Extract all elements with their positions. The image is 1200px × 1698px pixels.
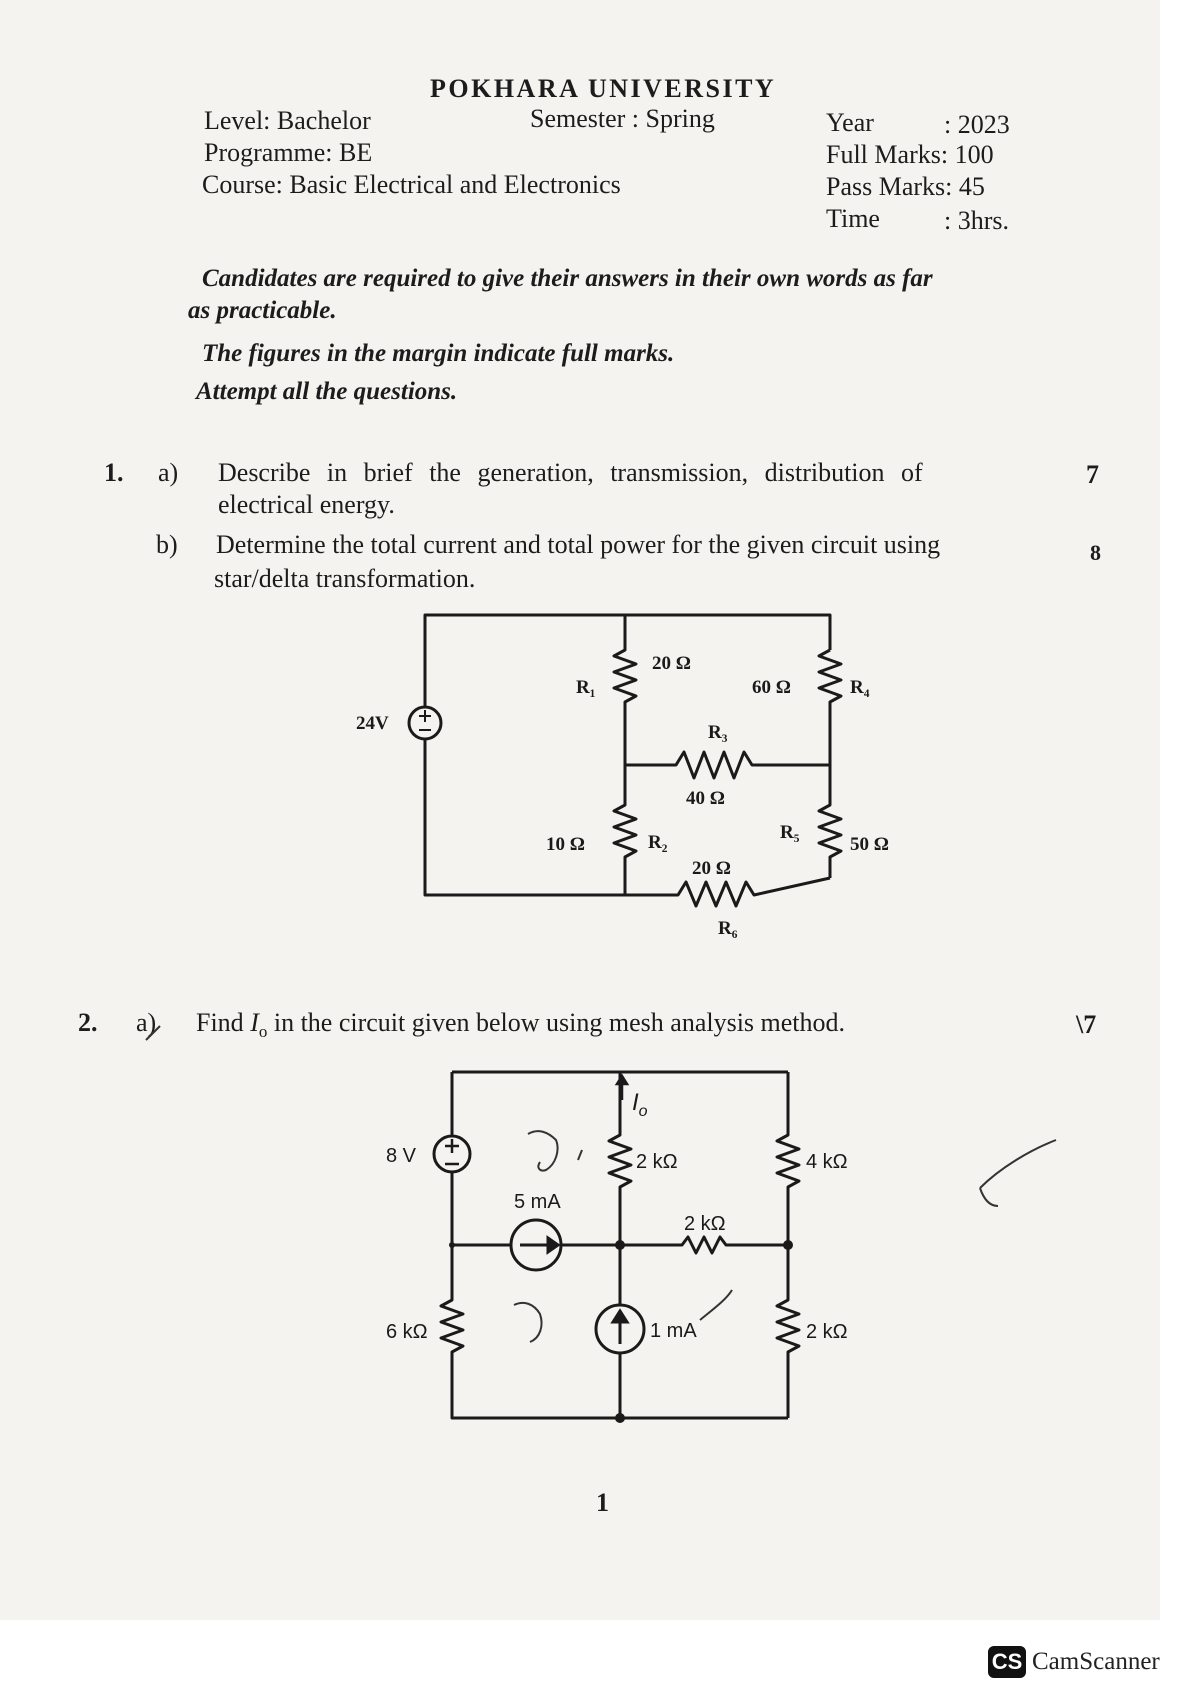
- arrow-up-icon: [610, 1308, 630, 1344]
- question-1b-line-1: Determine the total current and total po…: [216, 530, 941, 559]
- r-left-bottom-value: 6 kΩ: [386, 1321, 428, 1343]
- io-arrow-icon: [614, 1073, 630, 1100]
- r-mid-top-value: 2 kΩ: [636, 1151, 678, 1173]
- exam-paper: POKHARA UNIVERSITY Level: Bachelor Semes…: [0, 0, 1160, 1620]
- r4-label: R₄: [850, 677, 870, 698]
- question-2a-text: Find Io in the circuit given below using…: [196, 1008, 845, 1042]
- year-value: : 2023: [944, 110, 1010, 139]
- question-1b-marks: 8: [1090, 540, 1101, 565]
- circuit-diagram-1: 24V R₁ 20 Ω 60 Ω R₄ R₃ 40 Ω 10 Ω R₂ R₅ 5…: [356, 613, 889, 939]
- question-1b-line-2: star/delta transformation.: [214, 564, 476, 593]
- full-marks-text: Full Marks: 100: [826, 140, 994, 169]
- question-1a-marks: 7: [1086, 460, 1099, 489]
- question-1-number: 1.: [104, 458, 124, 487]
- semester-text: Semester : Spring: [530, 104, 715, 133]
- io-label-main: I: [632, 1089, 639, 1116]
- question-2a-label: a): [136, 1008, 157, 1037]
- source-8v-label: 8 V: [386, 1145, 417, 1167]
- io-label-sub: o: [639, 1103, 648, 1120]
- handwritten-marks: [145, 1025, 1057, 1343]
- instruction-line-2: as practicable.: [188, 297, 337, 324]
- programme-text: Programme: BE: [204, 138, 373, 167]
- io-variable: I: [250, 1008, 259, 1037]
- r6-value: 20 Ω: [692, 858, 731, 879]
- r1-value: 20 Ω: [652, 653, 691, 674]
- voltage-source-polarity-icon: [419, 710, 431, 731]
- question-1a-label: a): [158, 458, 179, 487]
- r3-label: R₃: [708, 722, 728, 743]
- r4-value: 60 Ω: [752, 677, 791, 698]
- r5-value: 50 Ω: [850, 834, 889, 855]
- source-8v-polarity-icon: [445, 1139, 459, 1166]
- year-label: Year: [826, 108, 874, 137]
- camscanner-name: CamScanner: [1032, 1648, 1160, 1675]
- camscanner-logo: CS: [988, 1646, 1026, 1678]
- r-right-bottom-value: 2 kΩ: [806, 1321, 848, 1343]
- question-2a-post: in the circuit given below using mesh an…: [267, 1008, 846, 1037]
- page-number: 1: [596, 1488, 609, 1517]
- question-1a-line-1: Describe in brief the generation, transm…: [218, 458, 923, 487]
- io-label: Io: [632, 1089, 648, 1120]
- arrow-right-icon: [520, 1235, 561, 1255]
- instruction-line-1: Candidates are required to give their an…: [202, 265, 933, 292]
- question-2-number: 2.: [78, 1008, 98, 1037]
- circuit-diagram-2: 8 V 2 kΩ 4 kΩ 5 mA 2 kΩ 6 kΩ 1 mA 2 kΩ I…: [145, 1025, 1057, 1423]
- level-text: Level: Bachelor: [204, 106, 371, 135]
- r-right-top-value: 4 kΩ: [806, 1151, 848, 1173]
- source-24v-label: 24V: [356, 713, 389, 734]
- question-1b-label: b): [156, 530, 178, 559]
- pass-marks-text: Pass Marks: 45: [826, 172, 985, 201]
- university-name: POKHARA UNIVERSITY: [430, 74, 777, 103]
- current-source-5ma-label: 5 mA: [514, 1191, 561, 1213]
- question-1a-line-2: electrical energy.: [218, 490, 395, 519]
- r2-label: R₂: [648, 832, 668, 853]
- question-2a-pre: Find: [196, 1008, 251, 1037]
- course-text: Course: Basic Electrical and Electronics: [202, 170, 621, 199]
- r2-value: 10 Ω: [546, 834, 585, 855]
- instruction-line-3: The figures in the margin indicate full …: [202, 340, 675, 367]
- r1-label: R₁: [576, 677, 595, 698]
- r-horizontal-value: 2 kΩ: [684, 1213, 726, 1235]
- time-label: Time: [826, 204, 880, 233]
- question-2a-marks: \7: [1076, 1010, 1097, 1039]
- r6-label: R₆: [718, 918, 738, 939]
- instruction-line-4: Attempt all the questions.: [196, 378, 458, 405]
- node-dots: [449, 1240, 793, 1423]
- current-source-1ma-label: 1 mA: [650, 1320, 697, 1342]
- io-subscript: o: [258, 1022, 268, 1042]
- r3-value: 40 Ω: [686, 788, 725, 809]
- time-value: : 3hrs.: [944, 206, 1009, 235]
- r5-label: R₅: [780, 822, 800, 843]
